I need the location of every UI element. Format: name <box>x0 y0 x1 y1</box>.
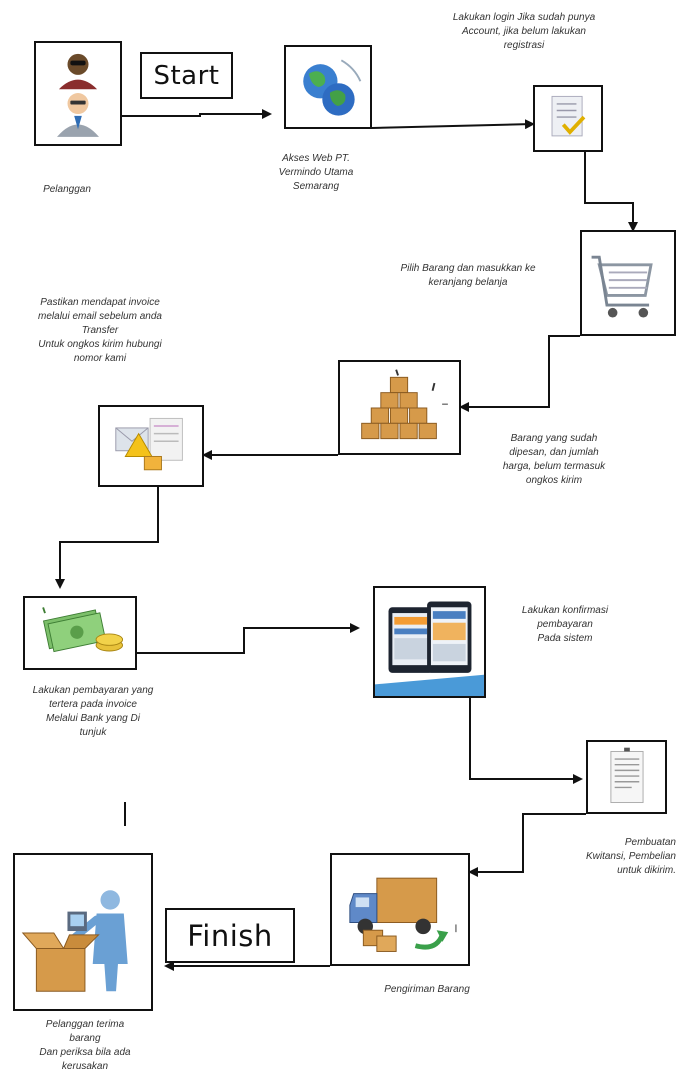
receipt-icon <box>610 747 644 804</box>
arrow-web-to-login <box>371 119 535 130</box>
step-cart-caption: Pilih Barang dan masukkan ke keranjang b… <box>400 263 536 288</box>
step-payment-caption: Lakukan pembayaran yang tertera pada inv… <box>32 685 154 738</box>
arrow-login-to-cart <box>584 152 638 232</box>
step-receive-caption: Pelanggan terima barang Dan periksa bila… <box>39 1019 131 1072</box>
step-goods-caption: Barang yang sudah dipesan, dan jumlah ha… <box>502 433 606 486</box>
step-web-caption: Akses Web PT. Vermindo Utama Semarang <box>278 153 354 192</box>
step-confirm-box <box>373 586 486 698</box>
customers-icon <box>57 53 99 137</box>
step-receipt-caption: Pembuatan Kwitansi, Pembelian untuk diki… <box>585 837 676 876</box>
step-customer-caption: Pelanggan <box>43 184 91 195</box>
arrow-cart-to-goods <box>459 335 580 412</box>
checklist-icon <box>551 95 586 137</box>
invoice-warning-icon <box>115 417 183 471</box>
step-cart-box <box>580 230 676 336</box>
shopping-cart-icon <box>591 255 653 318</box>
step-shipping-caption: Pengiriman Barang <box>384 984 470 995</box>
step-customer-box <box>34 41 122 146</box>
boxes-icon <box>361 369 448 440</box>
step-payment-box <box>23 596 137 670</box>
arrow-confirm-to-receipt <box>469 698 583 784</box>
step-login-caption: Lakukan login Jika sudah punya Account, … <box>452 12 596 51</box>
start-label: Start <box>140 52 233 99</box>
arrow-payment-to-confirm <box>137 623 360 654</box>
finish-label: Finish <box>165 908 295 963</box>
step-invoice-caption: Pastikan mendapat invoice melalui email … <box>38 297 162 364</box>
globe-icon <box>303 59 362 116</box>
step-receipt-box <box>586 740 667 814</box>
step-shipping-box <box>330 853 470 966</box>
step-goods-box <box>338 360 461 455</box>
step-web-box <box>284 45 372 129</box>
open-box-person-icon <box>21 890 128 992</box>
step-receive-box <box>13 853 153 1011</box>
arrow-customer-to-web <box>122 109 272 119</box>
tablets-icon <box>375 601 484 696</box>
money-icon <box>42 607 124 653</box>
arrow-invoice-to-payment <box>55 487 159 589</box>
step-invoice-box <box>98 405 204 487</box>
step-login-box <box>533 85 603 152</box>
step-confirm-caption: Lakukan konfirmasi pembayaran Pada siste… <box>521 605 609 644</box>
delivery-truck-icon <box>349 877 457 952</box>
